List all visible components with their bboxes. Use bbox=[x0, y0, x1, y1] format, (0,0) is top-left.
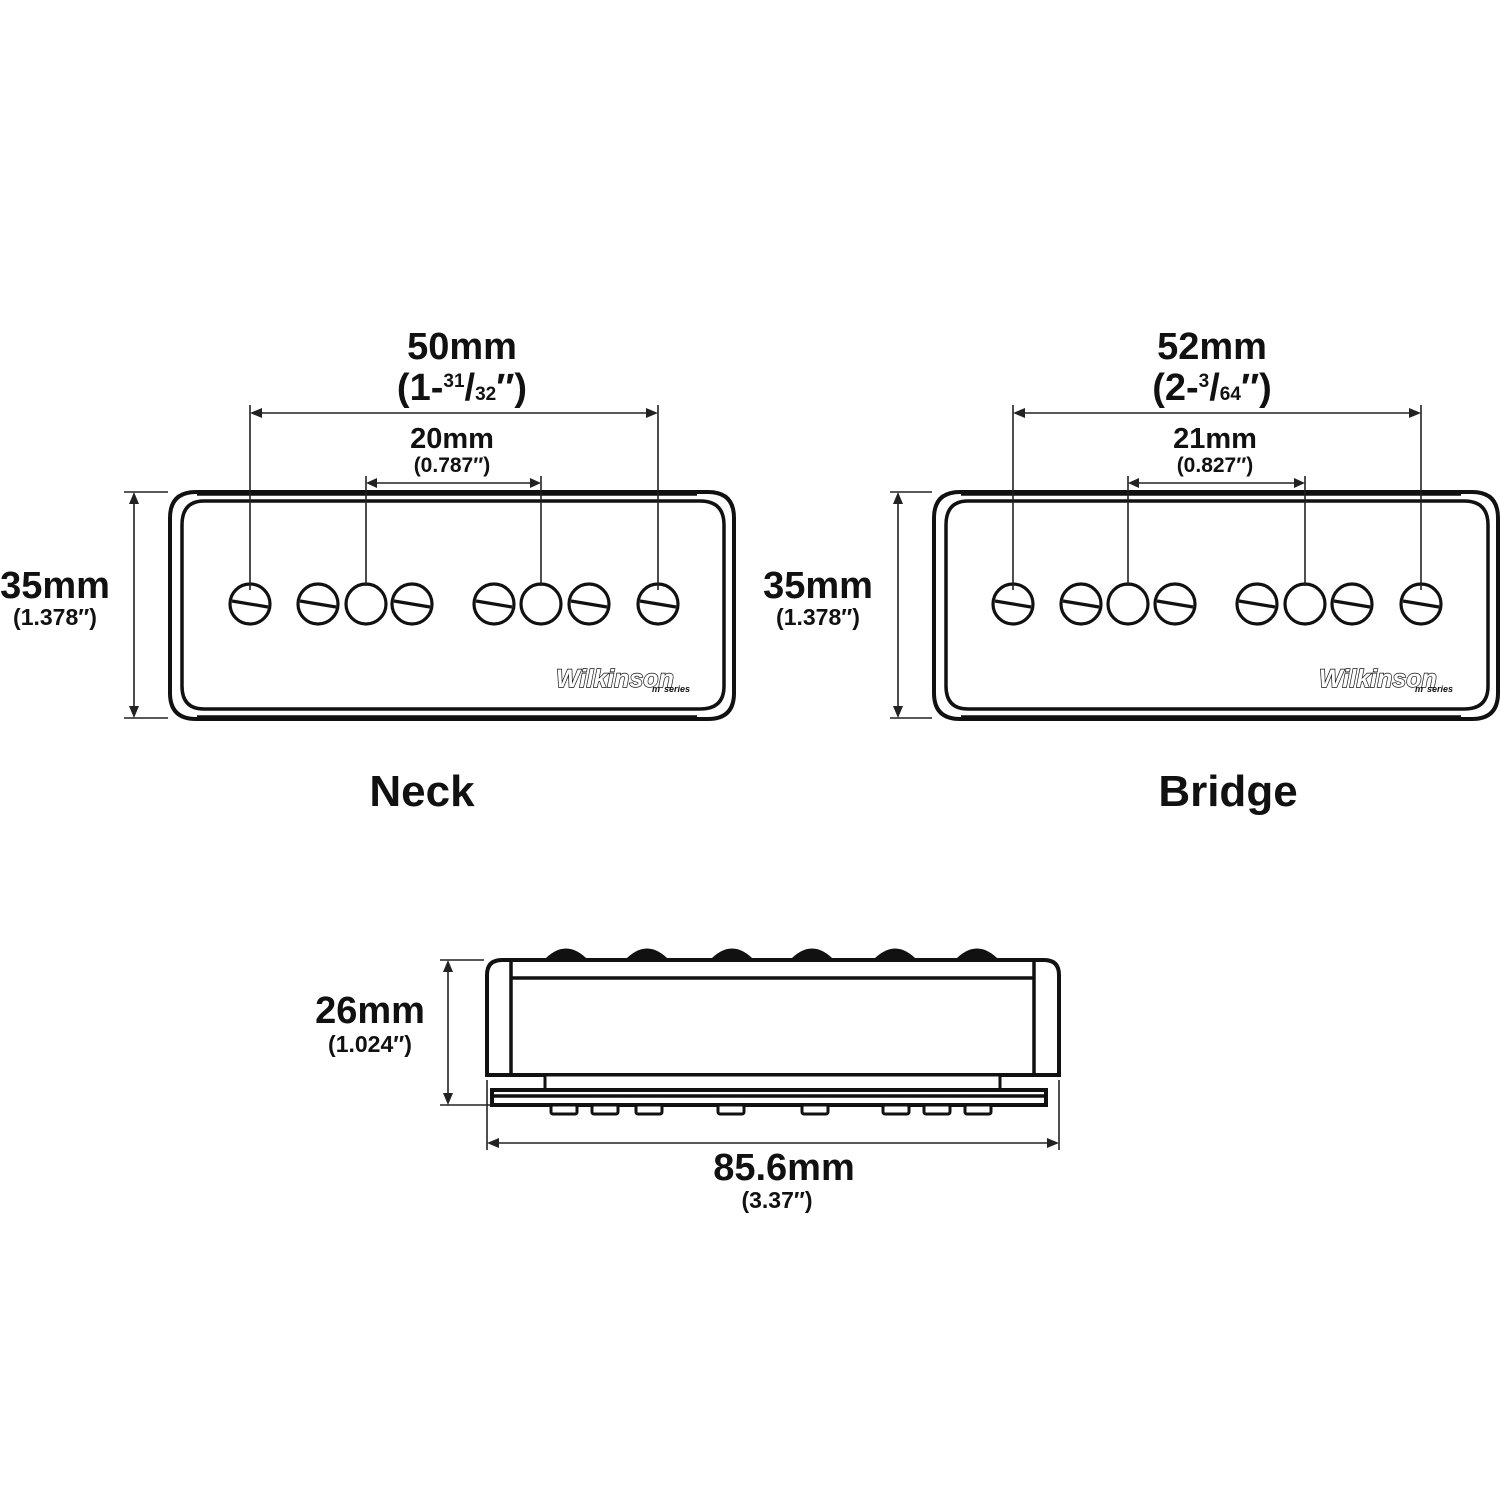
neck-wilkinson-logo: Wilkinson series m bbox=[555, 664, 690, 694]
svg-text:Wilkinson: Wilkinson bbox=[556, 665, 674, 693]
pole-piece bbox=[1330, 582, 1374, 626]
side-view-pole-domes bbox=[543, 948, 1000, 961]
pole-piece bbox=[1283, 582, 1327, 626]
bridge-outer-spacing-mm: 52mm bbox=[1157, 326, 1267, 368]
bridge-outer-spacing-in: (2-3/64″) bbox=[1152, 367, 1272, 409]
bridge-pickup: Wilkinson series m 52mm (2-3/64″) 21mm (… bbox=[763, 326, 1500, 816]
side-view-length-mm: 85.6mm bbox=[713, 1147, 855, 1189]
bridge-height-mm: 35mm bbox=[763, 565, 873, 607]
pole-piece bbox=[344, 582, 388, 626]
svg-text:m: m bbox=[1415, 684, 1423, 694]
pole-piece bbox=[1106, 582, 1150, 626]
bridge-inner-spacing-dimension bbox=[1127, 476, 1306, 586]
bridge-label: Bridge bbox=[1158, 767, 1297, 816]
side-view-length-in: (3.37″) bbox=[741, 1187, 812, 1213]
neck-inner-spacing-dimension bbox=[365, 476, 542, 586]
neck-outer-spacing-in: (1-31/32″) bbox=[397, 367, 527, 409]
pole-piece bbox=[228, 582, 272, 626]
side-view-pickup: 26mm (1.024″) 85.6mm (3.37″) bbox=[315, 948, 1061, 1213]
neck-height-dimension bbox=[124, 491, 168, 719]
bridge-wilkinson-logo: Wilkinson series m bbox=[1318, 664, 1453, 694]
bridge-height-in: (1.378″) bbox=[776, 604, 860, 630]
bridge-pickup-top-plate bbox=[944, 499, 1490, 711]
neck-inner-spacing-in: (0.787″) bbox=[414, 454, 491, 477]
bridge-pickup-cover bbox=[932, 490, 1500, 721]
pole-piece bbox=[472, 582, 516, 626]
svg-text:Wilkinson: Wilkinson bbox=[1319, 665, 1437, 693]
neck-pickup-cover bbox=[168, 490, 736, 721]
side-view-height-dimension bbox=[440, 959, 490, 1106]
pole-piece bbox=[1153, 582, 1197, 626]
pole-piece bbox=[519, 582, 563, 626]
neck-outer-spacing-dimension bbox=[249, 405, 659, 590]
neck-label: Neck bbox=[369, 767, 475, 816]
neck-height-in: (1.378″) bbox=[13, 604, 97, 630]
pole-piece bbox=[1235, 582, 1279, 626]
bridge-inner-spacing-mm: 21mm bbox=[1173, 423, 1257, 455]
pole-piece bbox=[636, 582, 680, 626]
pole-piece bbox=[296, 582, 340, 626]
neck-pickup: Wilkinson series m 50mm (1-31/32″) 20mm … bbox=[0, 326, 736, 816]
bridge-inner-spacing-in: (0.827″) bbox=[1177, 454, 1254, 477]
neck-pickup-top-plate bbox=[180, 499, 726, 711]
pole-piece bbox=[567, 582, 611, 626]
bridge-height-dimension bbox=[890, 491, 932, 719]
neck-inner-spacing-mm: 20mm bbox=[410, 423, 494, 455]
side-view-length-dimension bbox=[486, 1080, 1060, 1150]
svg-text:series: series bbox=[664, 684, 690, 694]
pole-piece bbox=[390, 582, 434, 626]
neck-outer-spacing-mm: 50mm bbox=[407, 326, 517, 368]
side-view-height-in: (1.024″) bbox=[328, 1031, 412, 1057]
neck-height-mm: 35mm bbox=[0, 565, 110, 607]
bridge-pole-pieces bbox=[991, 582, 1443, 626]
svg-text:series: series bbox=[1427, 684, 1453, 694]
pole-piece bbox=[1059, 582, 1103, 626]
bridge-outer-spacing-dimension bbox=[1012, 405, 1422, 590]
side-view-bottom-studs bbox=[549, 1103, 993, 1116]
svg-text:m: m bbox=[652, 684, 660, 694]
side-view-spacer bbox=[543, 1073, 1002, 1092]
side-view-height-mm: 26mm bbox=[315, 990, 425, 1032]
neck-pole-pieces bbox=[228, 582, 680, 626]
side-view-cover bbox=[485, 958, 1061, 1077]
